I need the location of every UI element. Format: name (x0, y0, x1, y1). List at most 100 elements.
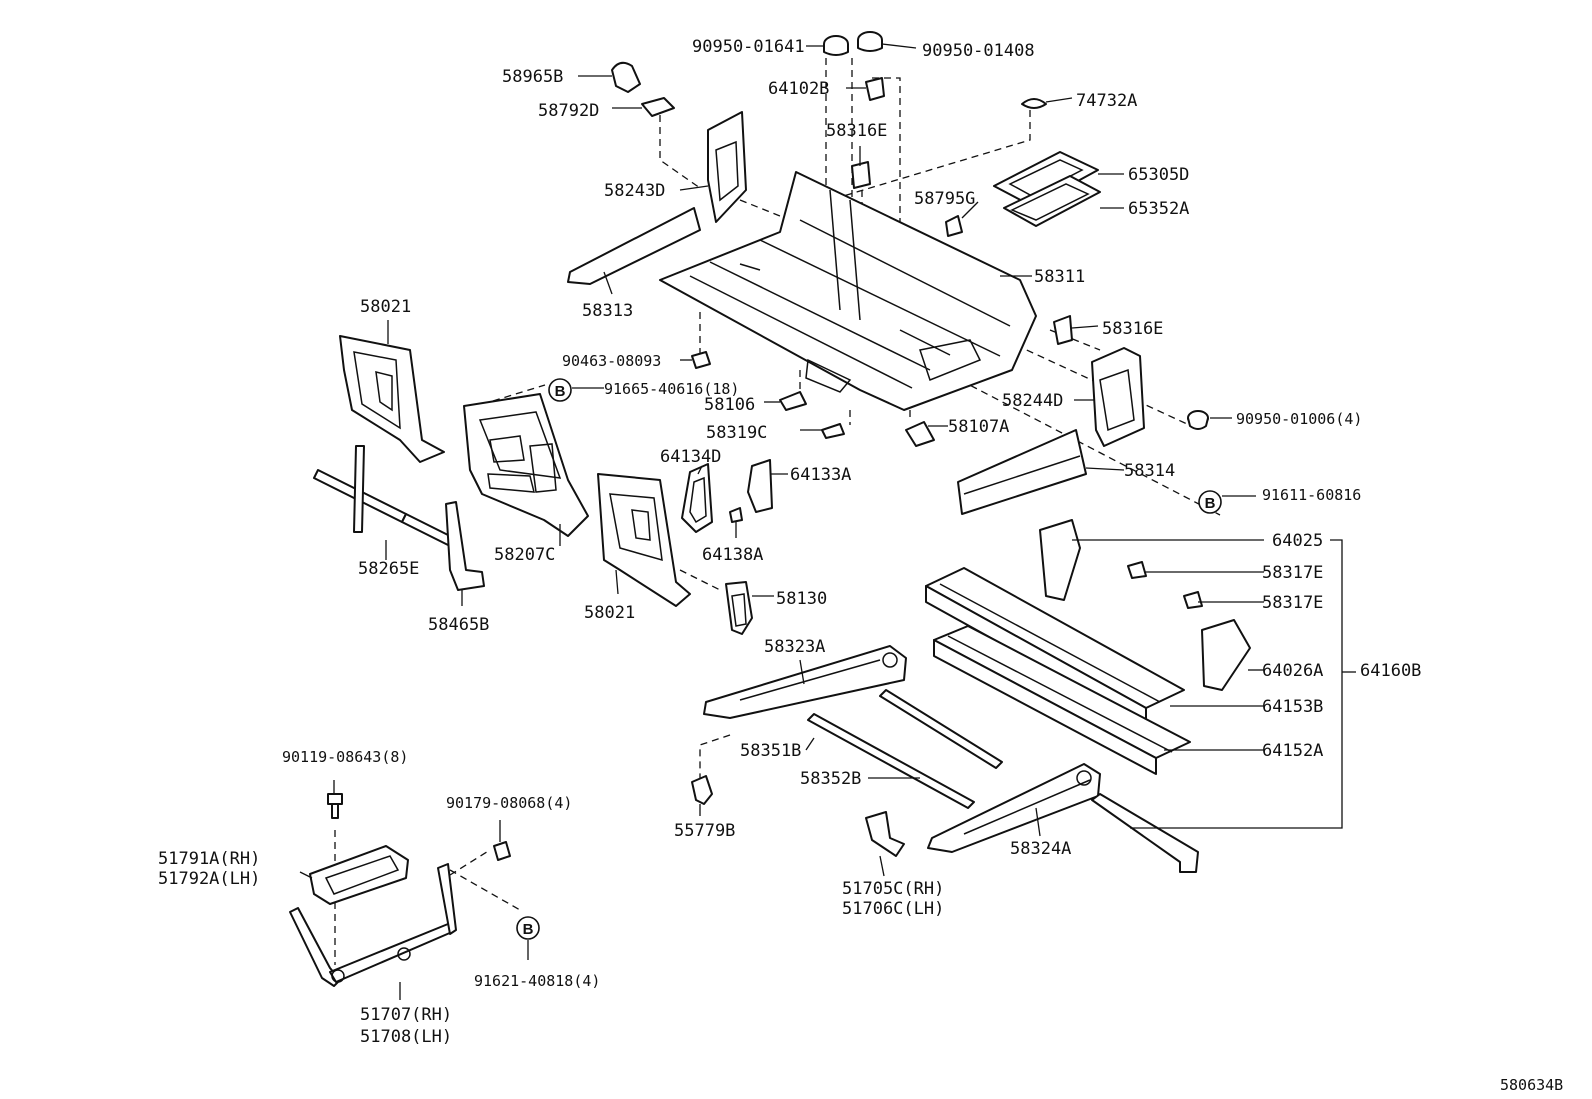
part-label: 58352B (800, 769, 861, 789)
small-bracket-icon (821, 423, 845, 439)
part-label: 64138A (702, 545, 763, 565)
part-label: 91665-40616(18) (604, 380, 739, 398)
part-label: 58314 (1124, 461, 1175, 481)
floor-pan-icon (659, 171, 1037, 411)
rail-bracket-icon (957, 429, 1087, 515)
crossmember-icon (925, 567, 1191, 775)
part-label: 58021 (360, 297, 411, 317)
part-label: 64153B (1262, 697, 1323, 717)
mount-bracket-icon (865, 811, 905, 857)
small-bracket-icon (779, 391, 807, 411)
bracket-icon (865, 77, 885, 101)
svg-text:B: B (1205, 495, 1216, 512)
small-bracket-icon (945, 215, 963, 237)
part-label: 64133A (790, 465, 851, 485)
part-labels: 90950-01641 90950-01408 58965B 64102B 58… (158, 37, 1563, 1094)
leader-lines (299, 43, 1356, 1000)
bracket-icon (1127, 561, 1147, 579)
part-label: 91611-60816 (1262, 486, 1361, 504)
side-panel-icon (597, 473, 691, 607)
part-label: 64102B (768, 79, 829, 99)
bracket-icon (1183, 591, 1203, 609)
part-label: 90950-01408 (922, 41, 1035, 61)
part-label: 58316E (826, 121, 887, 141)
part-label: 90950-01006(4) (1236, 410, 1362, 428)
part-label: 58324A (1010, 839, 1071, 859)
grommet-icon (823, 31, 883, 56)
part-label: 64025 (1272, 531, 1323, 551)
part-label: 58106 (704, 395, 755, 415)
bracket-icon (851, 161, 871, 189)
part-label: 58317E (1262, 593, 1323, 613)
part-shapes (289, 31, 1251, 987)
cover-plate-icon (993, 151, 1101, 227)
part-label: 58107A (948, 417, 1009, 437)
part-label: 58316E (1102, 319, 1163, 339)
crossmember-icon (1091, 793, 1199, 873)
part-label: 58795G (914, 189, 975, 209)
clip-icon (691, 775, 713, 805)
part-label: 58243D (604, 181, 665, 201)
pad-icon (641, 97, 675, 117)
seal-icon (725, 581, 753, 635)
part-label: 90179-08068(4) (446, 794, 572, 812)
clip-icon (691, 351, 711, 369)
diagram-id: 580634B (1500, 1076, 1563, 1094)
part-label: 58311 (1034, 267, 1085, 287)
bolt-marker-b: B (548, 378, 572, 402)
pillar-bracket-icon (1201, 619, 1251, 691)
part-label: 64152A (1262, 741, 1323, 761)
part-label: 51707(RH) (360, 1005, 452, 1025)
part-label: 58792D (538, 101, 599, 121)
part-label: 74732A (1076, 91, 1137, 111)
part-label: 58313 (582, 301, 633, 321)
part-label: 58319C (706, 423, 767, 443)
panel-bracket-icon (1091, 347, 1145, 447)
part-label: 64134D (660, 447, 721, 467)
part-label: 58965B (502, 67, 563, 87)
svg-text:B: B (523, 921, 534, 938)
part-label: 55779B (674, 821, 735, 841)
brace-bracket-icon (313, 445, 485, 591)
step-plate-icon (309, 845, 409, 905)
part-label: 51708(LH) (360, 1027, 452, 1047)
part-label: 58244D (1002, 391, 1063, 411)
assembly-lines (334, 58, 1221, 965)
pillar-bracket-icon (1039, 519, 1081, 601)
bracket-icon (1053, 315, 1073, 345)
crossmember-icon (703, 645, 907, 719)
part-label: 51706C(LH) (842, 899, 944, 919)
side-panel-icon (339, 335, 445, 463)
part-label: 58323A (764, 637, 825, 657)
small-bracket-icon (905, 421, 935, 447)
part-label: 51792A(LH) (158, 869, 260, 889)
bolt-marker-b: B (516, 916, 540, 940)
small-bracket-icon (729, 507, 743, 523)
part-label: 51791A(RH) (158, 849, 260, 869)
part-label: 90119-08643(8) (282, 748, 408, 766)
part-label: 58317E (1262, 563, 1323, 583)
bolt-icon (327, 793, 343, 819)
bolt-marker-b: B (1198, 490, 1222, 514)
part-label: 90950-01641 (692, 37, 805, 57)
rear-panel-icon (463, 393, 589, 537)
rail-bracket-icon (567, 207, 701, 285)
part-label: 90463-08093 (562, 352, 661, 370)
clip-icon (611, 61, 641, 93)
part-label: 65352A (1128, 199, 1189, 219)
step-bracket-icon (289, 863, 457, 987)
part-label: 58265E (358, 559, 419, 579)
plug-icon (1021, 98, 1047, 109)
part-label: 64160B (1360, 661, 1421, 681)
nut-icon (493, 841, 511, 861)
reinforcement-bar-icon (807, 689, 1003, 809)
part-label: 58351B (740, 741, 801, 761)
part-label: 58207C (494, 545, 555, 565)
part-label: 58130 (776, 589, 827, 609)
part-label: 91621-40818(4) (474, 972, 600, 990)
part-label: 64026A (1262, 661, 1323, 681)
grommet-icon (1187, 410, 1209, 430)
part-label: 65305D (1128, 165, 1189, 185)
part-label: 58465B (428, 615, 489, 635)
